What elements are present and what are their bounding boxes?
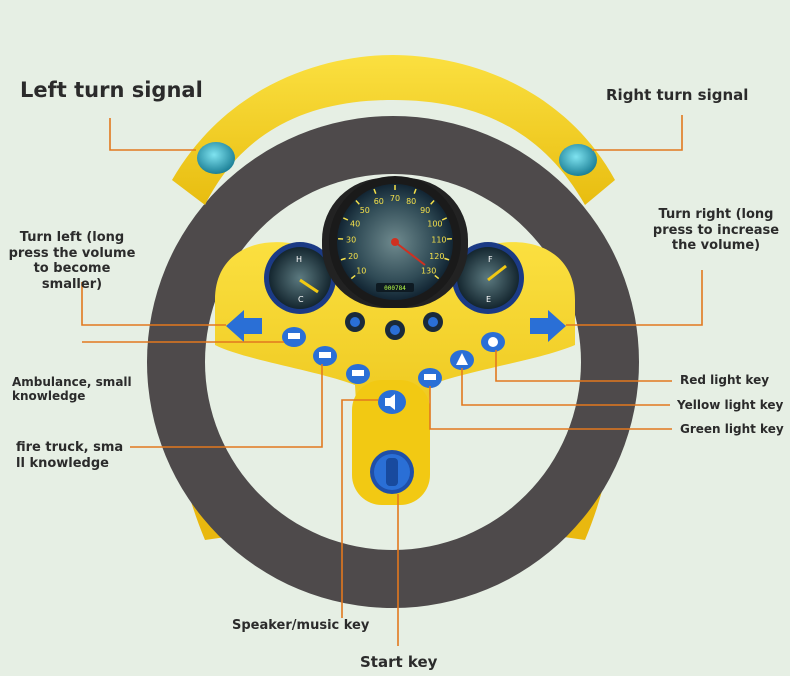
speed-tick-mark <box>434 274 440 280</box>
start-key-button[interactable] <box>370 450 414 494</box>
dash-button-1-light <box>350 317 360 327</box>
green-light-key-label: Green light key <box>680 422 784 436</box>
dash-button-2-light <box>390 325 400 335</box>
turn-right-label-line2: press to increase <box>652 222 780 238</box>
green-light-button[interactable] <box>418 368 442 388</box>
callout-lines <box>81 115 703 646</box>
speed-tick-label: 80 <box>406 197 416 206</box>
speed-tick-mark <box>355 199 360 205</box>
speed-tick-label: 10 <box>356 266 366 275</box>
speed-tick-mark <box>340 257 346 261</box>
callout-yellow-light <box>461 368 670 406</box>
turn-left-label-line3: to become smaller) <box>33 261 111 292</box>
fire-truck-label-line2: ll knowledge <box>16 455 109 471</box>
speed-tick-mark <box>350 274 356 280</box>
gauge-e-label: E <box>486 295 491 304</box>
red-light-icon <box>488 337 498 347</box>
callout-right-signal <box>592 115 683 151</box>
turn-left-label-line2: press the volume <box>8 245 136 261</box>
speaker-icon <box>385 394 395 410</box>
gauge-c-label: C <box>298 295 304 304</box>
yellow-light-button[interactable] <box>450 350 474 370</box>
callout-turn-left <box>81 282 226 326</box>
yellow-light-key-label: Yellow light key <box>677 398 784 412</box>
turn-right-label-line3: the volume) <box>671 238 761 254</box>
speed-tick-label: 20 <box>348 252 358 261</box>
turn-left-arrow-button[interactable] <box>226 310 262 342</box>
left-turn-signal-light[interactable] <box>197 142 235 174</box>
speed-tick-label: 70 <box>390 194 400 203</box>
speaker-music-button[interactable] <box>378 390 406 414</box>
speed-tick-label: 110 <box>431 235 446 244</box>
speed-tick-mark <box>441 217 448 221</box>
speed-tick-label: 40 <box>350 219 360 228</box>
speed-tick-mark <box>430 199 435 205</box>
gauge-h-label: H <box>296 255 302 264</box>
car-button[interactable] <box>346 364 370 384</box>
red-light-key-label: Red light key <box>680 373 770 387</box>
speed-tick-label: 120 <box>429 252 444 261</box>
gauge-f-label: F <box>488 255 493 264</box>
ambulance-label-line2: knowledge <box>12 389 86 404</box>
speed-tick-label: 60 <box>374 197 384 206</box>
callout-red-light <box>495 350 672 382</box>
fuel-gauge: F E <box>452 242 524 314</box>
callout-fire-truck <box>130 364 323 448</box>
speed-tick-label: 100 <box>427 219 442 228</box>
turn-right-label: Turn right (long press to increase the v… <box>652 207 780 254</box>
callout-turn-right <box>566 270 703 326</box>
speed-tick-label: 90 <box>420 206 430 215</box>
fire-truck-icon <box>319 352 331 358</box>
ambulance-label: Ambulance, small knowledge <box>12 375 132 404</box>
callout-speaker <box>341 399 378 618</box>
speaker-music-key-label: Speaker/music key <box>232 618 370 633</box>
callout-green-light <box>429 386 672 430</box>
red-light-button[interactable] <box>481 332 505 352</box>
odometer-readout: 000784 <box>384 285 406 292</box>
speed-tick-mark <box>373 188 377 194</box>
key-knob-icon <box>386 458 398 486</box>
speed-tick-mark <box>413 188 417 194</box>
turn-right-arrow-button[interactable] <box>530 310 566 342</box>
turn-left-label-line1: Turn left (long <box>19 230 125 245</box>
temperature-gauge: H C <box>264 242 336 314</box>
speed-tick-label: 130 <box>421 266 436 275</box>
left-turn-signal-label: Left turn signal <box>20 78 203 102</box>
dash-button-3-light <box>428 317 438 327</box>
car-icon <box>352 370 364 376</box>
callout-left-signal <box>109 118 196 151</box>
ambulance-button[interactable] <box>282 327 306 347</box>
right-turn-signal-light[interactable] <box>559 144 597 176</box>
warning-triangle-icon <box>456 353 468 365</box>
right-turn-signal-label: Right turn signal <box>606 86 749 104</box>
fire-truck-label-line1: fire truck, sma <box>16 440 124 455</box>
ambulance-icon <box>288 333 300 339</box>
speed-tick-mark <box>342 217 349 221</box>
ambulance-label-line1: Ambulance, small <box>12 375 132 389</box>
turn-left-label: Turn left (long press the volume to beco… <box>6 230 138 292</box>
speed-tick-label: 50 <box>360 206 370 215</box>
fire-truck-label: fire truck, sma ll knowledge <box>16 440 123 471</box>
speed-tick-mark <box>444 257 450 261</box>
start-key-label: Start key <box>360 653 438 671</box>
green-light-icon <box>424 374 436 380</box>
fire-truck-button[interactable] <box>313 346 337 366</box>
turn-right-label-line1: Turn right (long <box>658 207 774 222</box>
speed-tick-label: 30 <box>346 235 356 244</box>
